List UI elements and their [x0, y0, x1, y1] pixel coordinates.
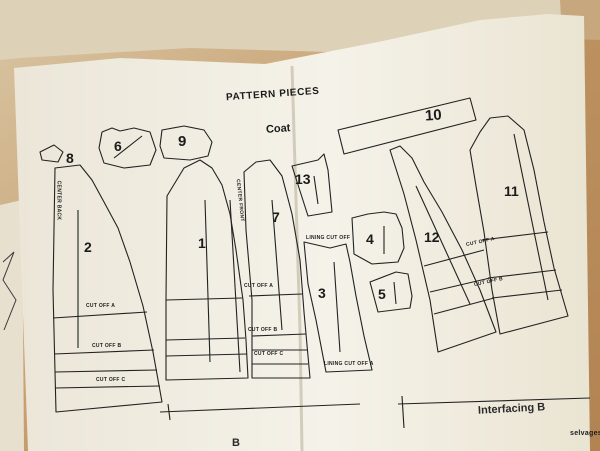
piece-7-cutline-b [251, 333, 307, 337]
piece-13-grainline [313, 175, 319, 205]
piece-2-cutline-d [54, 385, 161, 389]
piece-2-number: 2 [84, 239, 92, 255]
piece-6-outline [98, 127, 157, 169]
piece-9-outline [159, 125, 213, 161]
piece-3-outline [303, 241, 373, 373]
piece-9-number: 9 [178, 133, 187, 150]
piece-2-cutline-a [52, 311, 148, 319]
instruction-sheet [14, 14, 590, 451]
piece-8-outline [39, 144, 64, 163]
piece-6-number: 6 [114, 138, 122, 154]
piece-1-cutline-c [165, 353, 248, 357]
cut-off-b-back: CUT OFF B [92, 343, 122, 349]
piece-3-number: 3 [318, 285, 326, 301]
piece-2-cutline-c [54, 369, 158, 373]
piece-12-cutline-c [433, 297, 495, 315]
piece-12-outline [389, 145, 497, 353]
piece-11-cutline-a [481, 231, 549, 241]
center-back-marking: CENTER BACK [55, 180, 62, 221]
piece-5-grainline [393, 281, 397, 305]
piece-6-grainline [113, 135, 143, 159]
piece-7-number: 7 [272, 209, 280, 225]
piece-1-cutline-b [165, 337, 246, 341]
footer-divider-left [159, 403, 361, 413]
piece-13-number: 13 [295, 171, 311, 187]
section-heading: Coat [265, 122, 291, 136]
piece-3-grainline [333, 261, 341, 353]
piece-12-grainline [415, 185, 471, 305]
cut-off-c-back: CUT OFF C [96, 377, 126, 383]
piece-11-cutline-b [487, 269, 557, 279]
piece-12-cutline-b [429, 277, 491, 293]
footer-notch-right [401, 395, 405, 429]
piece-12-cutline-a [423, 249, 485, 267]
piece-10-number: 10 [424, 106, 443, 125]
cut-off-a-back: CUT OFF A [86, 303, 116, 309]
piece-2-outline [52, 164, 163, 413]
piece-7-outline [243, 159, 311, 379]
piece-5-outline [369, 271, 413, 313]
piece-10-outline [337, 97, 477, 155]
piece-1-center-line [229, 199, 241, 373]
cut-off-c-front: CUT OFF C [254, 351, 284, 357]
piece-1-cutline-a [165, 297, 243, 301]
piece-8-number: 8 [66, 150, 74, 166]
piece-4-outline [351, 211, 405, 265]
piece-11-cutline-c [491, 289, 563, 299]
piece-13-outline [291, 153, 333, 217]
left-paper-scrap [0, 200, 24, 451]
piece-7-cutline-a [248, 293, 303, 297]
footer-divider-right [397, 397, 591, 405]
piece-1-grainline [204, 199, 211, 363]
cut-off-a-front: CUT OFF A [244, 283, 274, 289]
lining-cut-off-label: LINING CUT OFF [306, 235, 351, 241]
piece-1-number: 1 [198, 235, 206, 251]
piece-7-grainline [271, 199, 283, 331]
back-paper-sheet [0, 0, 600, 60]
footer-notch-left [167, 403, 171, 421]
piece-5-number: 5 [378, 286, 386, 302]
footer-selvages: selvages [570, 430, 600, 437]
sheet-fold [290, 65, 304, 451]
piece-11-grainline [513, 133, 549, 301]
left-scrap-lines [2, 251, 17, 331]
piece-1-outline [165, 159, 249, 381]
piece-12-number: 12 [424, 229, 440, 245]
footer-fragment-left: B [232, 437, 240, 449]
piece-11-outline [469, 115, 569, 335]
piece-11-number: 11 [504, 183, 519, 199]
piece-4-number: 4 [366, 231, 374, 247]
cut-off-b-front: CUT OFF B [248, 327, 278, 333]
lining-cut-off-a-label: LINING CUT OFF A [324, 361, 374, 367]
piece-2-cutline-b [53, 349, 155, 355]
